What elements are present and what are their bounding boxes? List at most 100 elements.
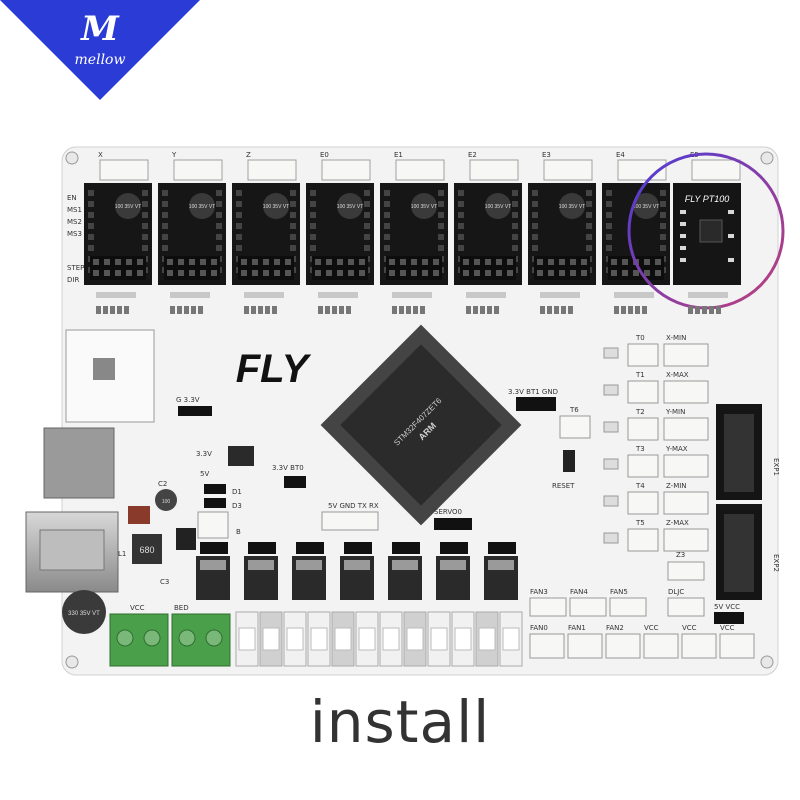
cap-marking: 100 35V VT — [633, 204, 659, 210]
label-exp2: EXP2 — [772, 554, 780, 572]
motor-connector — [247, 159, 297, 181]
fan-label: VCC — [720, 624, 735, 632]
driver-capacitor — [337, 193, 363, 219]
endstop-label: Y-MAX — [665, 445, 688, 453]
output-terminal-row — [235, 611, 523, 667]
fan-label: VCC — [644, 624, 659, 632]
temp-connector — [627, 528, 659, 552]
driver-slot-label: E4 — [616, 151, 625, 159]
mcu-chip: STM32F407ZET6 ARM — [320, 324, 522, 526]
big-cap-marking: 330 35V VT — [68, 611, 100, 617]
endstop-label: X-MIN — [666, 334, 686, 342]
inductor-marking: 680 — [139, 545, 154, 555]
driver-side-label: MS3 — [67, 230, 82, 238]
motor-connector — [469, 159, 519, 181]
fan-connector — [569, 597, 607, 617]
motor-connector — [691, 159, 741, 181]
driver-capacitor — [115, 193, 141, 219]
driver-slot-label: E3 — [542, 151, 551, 159]
endstop-label: X-MAX — [666, 371, 689, 379]
label-c3: C3 — [160, 578, 169, 586]
label-d3: D3 — [232, 502, 242, 510]
motor-connector — [543, 159, 593, 181]
driver-side-label: MS1 — [67, 206, 82, 214]
mosfet-row — [196, 542, 518, 600]
resistor-pads — [96, 292, 728, 314]
fan-connector — [609, 597, 647, 617]
endstop-connector — [663, 454, 709, 478]
temp-connector — [627, 343, 659, 367]
svg-text:100: 100 — [162, 499, 171, 505]
label-bt0: 3.3V BT0 — [272, 464, 304, 472]
exp-connectors: EXP1 EXP2 — [716, 404, 780, 600]
microsd-slot — [43, 427, 115, 499]
driver-side-label: EN — [67, 194, 77, 202]
label-uart: 5V GND TX RX — [328, 502, 379, 510]
fan-label: FAN1 — [568, 624, 586, 632]
endstop-connector — [663, 380, 709, 404]
temp-connector — [627, 491, 659, 515]
brand-logo: M mellow — [0, 0, 200, 100]
endstop-connector — [663, 417, 709, 441]
fan-connector — [605, 633, 641, 659]
temp-connector — [627, 454, 659, 478]
label-exp1: EXP1 — [772, 458, 780, 476]
temp-connector — [627, 380, 659, 404]
driver-slot-label: E2 — [468, 151, 477, 159]
driver-capacitor — [411, 193, 437, 219]
temp-sensor-label: T0 — [635, 334, 645, 342]
driver-side-label: STEP — [67, 264, 84, 272]
fan-label: FAN2 — [606, 624, 624, 632]
label-b: B — [236, 528, 241, 536]
fan-label: FAN0 — [530, 624, 548, 632]
driver-capacitor — [263, 193, 289, 219]
fan-connector — [529, 597, 567, 617]
pt100-module: FLY PT100 — [673, 183, 741, 285]
label-g33: G 3.3V — [176, 396, 200, 404]
label-dljc: DLJC — [668, 588, 684, 596]
cap-marking: 100 35V VT — [485, 204, 511, 210]
label-5vvcc: 5V VCC — [714, 603, 740, 611]
driver-slot-label: X — [98, 151, 103, 159]
driver-capacitor — [633, 193, 659, 219]
logo-brand-text: mellow — [75, 52, 126, 68]
module-label: FLY PT100 — [685, 194, 730, 204]
caption-text: install — [309, 688, 491, 756]
temp-sensor-label: T4 — [635, 482, 645, 490]
power-terminals — [109, 613, 231, 667]
fan-label: FAN4 — [570, 588, 588, 596]
cap-marking: 100 35V VT — [337, 204, 363, 210]
driver-side-label: DIR — [67, 276, 79, 284]
fan-connector — [567, 633, 603, 659]
label-c2: C2 — [158, 480, 167, 488]
label-3v3: 3.3V — [196, 450, 212, 458]
endstop-label: Z-MIN — [666, 482, 687, 490]
label-reset: RESET — [552, 482, 575, 490]
logo-mark: M — [80, 9, 120, 49]
board-title: FLY — [236, 347, 312, 391]
endstop-connector — [663, 528, 709, 552]
driver-slot-label: E0 — [320, 151, 329, 159]
label-bed: BED — [174, 604, 189, 612]
driver-slot-label: Y — [171, 151, 177, 159]
fan-connector — [719, 633, 755, 659]
label-d1: D1 — [232, 488, 242, 496]
temp-sensor-label: T1 — [635, 371, 645, 379]
temp-connector — [627, 417, 659, 441]
cap-marking: 100 35V VT — [263, 204, 289, 210]
fan-label: FAN3 — [530, 588, 548, 596]
fan-label: VCC — [682, 624, 697, 632]
fan-label: FAN5 — [610, 588, 628, 596]
motor-connector — [395, 159, 445, 181]
label-z3: Z3 — [676, 551, 685, 559]
temp-sensor-label: T2 — [635, 408, 645, 416]
cap-marking: 100 35V VT — [115, 204, 141, 210]
usb-port — [25, 511, 119, 593]
cap-marking: 100 35V VT — [559, 204, 585, 210]
